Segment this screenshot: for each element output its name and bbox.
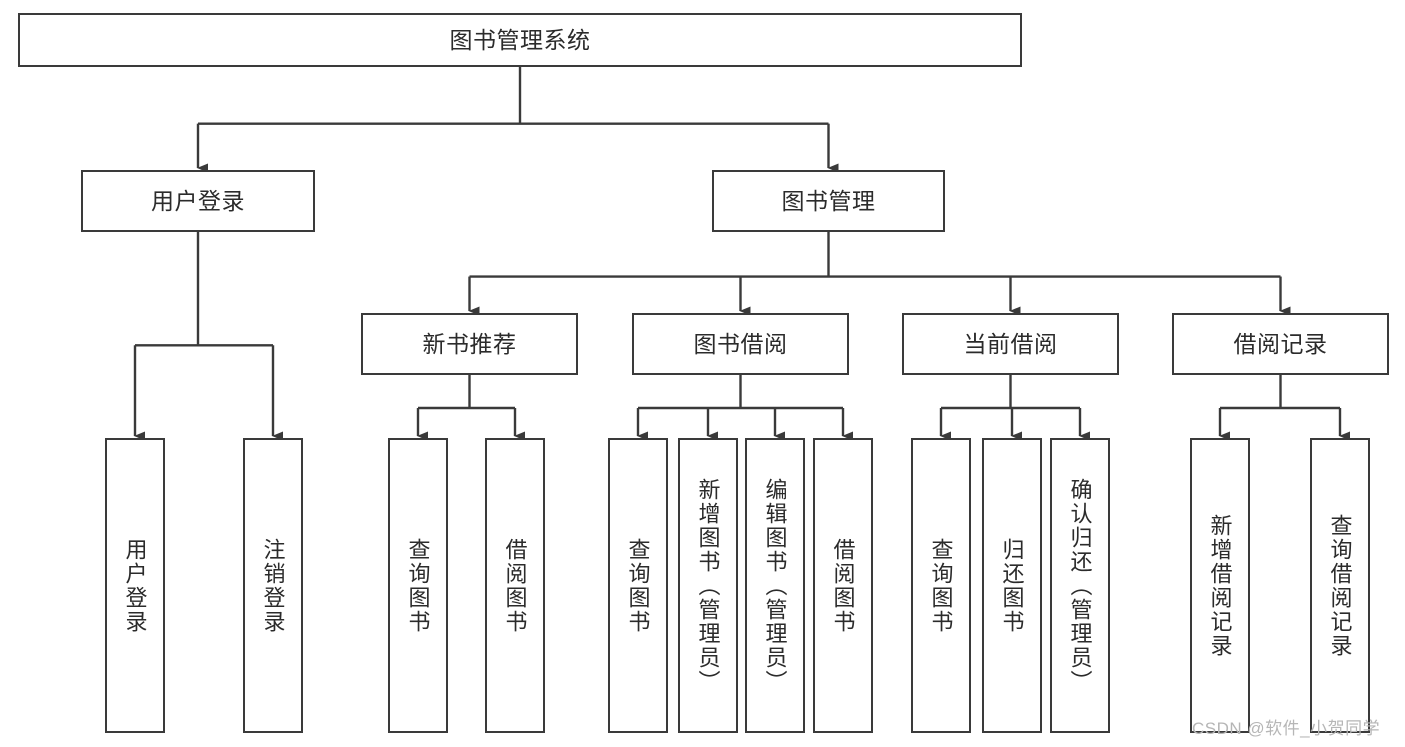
node-root: 图书管理系统 xyxy=(18,13,1022,67)
node-leaf-borrow-book-1: 借阅图书 xyxy=(485,438,545,733)
node-label: 借阅图书 xyxy=(830,537,856,634)
node-label: 归还图书 xyxy=(999,537,1025,634)
node-label: 用户登录 xyxy=(151,187,245,214)
node-leaf-user-login: 用户登录 xyxy=(105,438,165,733)
node-label: 借阅图书 xyxy=(502,537,528,634)
node-book-borrow: 图书借阅 xyxy=(632,313,849,375)
node-borrow-record: 借阅记录 xyxy=(1172,313,1389,375)
node-leaf-logout: 注销登录 xyxy=(243,438,303,733)
node-label: 图书管理 xyxy=(781,187,876,214)
node-leaf-query-book-1: 查询图书 xyxy=(388,438,448,733)
node-label: 当前借阅 xyxy=(963,330,1058,357)
node-label: 确认归还（管理员） xyxy=(1067,477,1093,694)
node-label: 新增借阅记录 xyxy=(1207,513,1233,658)
node-label: 新书推荐 xyxy=(422,330,517,357)
node-label: 新增图书（管理员） xyxy=(695,477,721,694)
node-label: 编辑图书（管理员） xyxy=(762,477,788,694)
node-leaf-add-record: 新增借阅记录 xyxy=(1190,438,1250,733)
node-label: 借阅记录 xyxy=(1233,330,1328,357)
node-new-book-rec: 新书推荐 xyxy=(361,313,578,375)
node-label: 图书借阅 xyxy=(693,330,788,357)
node-leaf-query-record: 查询借阅记录 xyxy=(1310,438,1370,733)
node-label: 注销登录 xyxy=(260,537,286,634)
node-leaf-return-book: 归还图书 xyxy=(982,438,1042,733)
node-book-manage: 图书管理 xyxy=(712,170,945,232)
node-leaf-query-book-2: 查询图书 xyxy=(608,438,668,733)
watermark: CSDN @软件_小贺同学 xyxy=(1192,719,1381,738)
node-label: 图书管理系统 xyxy=(449,26,591,53)
node-label: 用户登录 xyxy=(122,537,148,634)
node-user-login: 用户登录 xyxy=(81,170,315,232)
node-current-borrow: 当前借阅 xyxy=(902,313,1119,375)
node-label: 查询图书 xyxy=(405,537,431,634)
node-leaf-query-book-3: 查询图书 xyxy=(911,438,971,733)
node-label: 查询图书 xyxy=(928,537,954,634)
node-label: 查询借阅记录 xyxy=(1327,513,1353,658)
node-leaf-confirm-return: 确认归还（管理员） xyxy=(1050,438,1110,733)
node-leaf-edit-book: 编辑图书（管理员） xyxy=(745,438,805,733)
node-leaf-add-book: 新增图书（管理员） xyxy=(678,438,738,733)
node-leaf-borrow-book-2: 借阅图书 xyxy=(813,438,873,733)
node-label: 查询图书 xyxy=(625,537,651,634)
